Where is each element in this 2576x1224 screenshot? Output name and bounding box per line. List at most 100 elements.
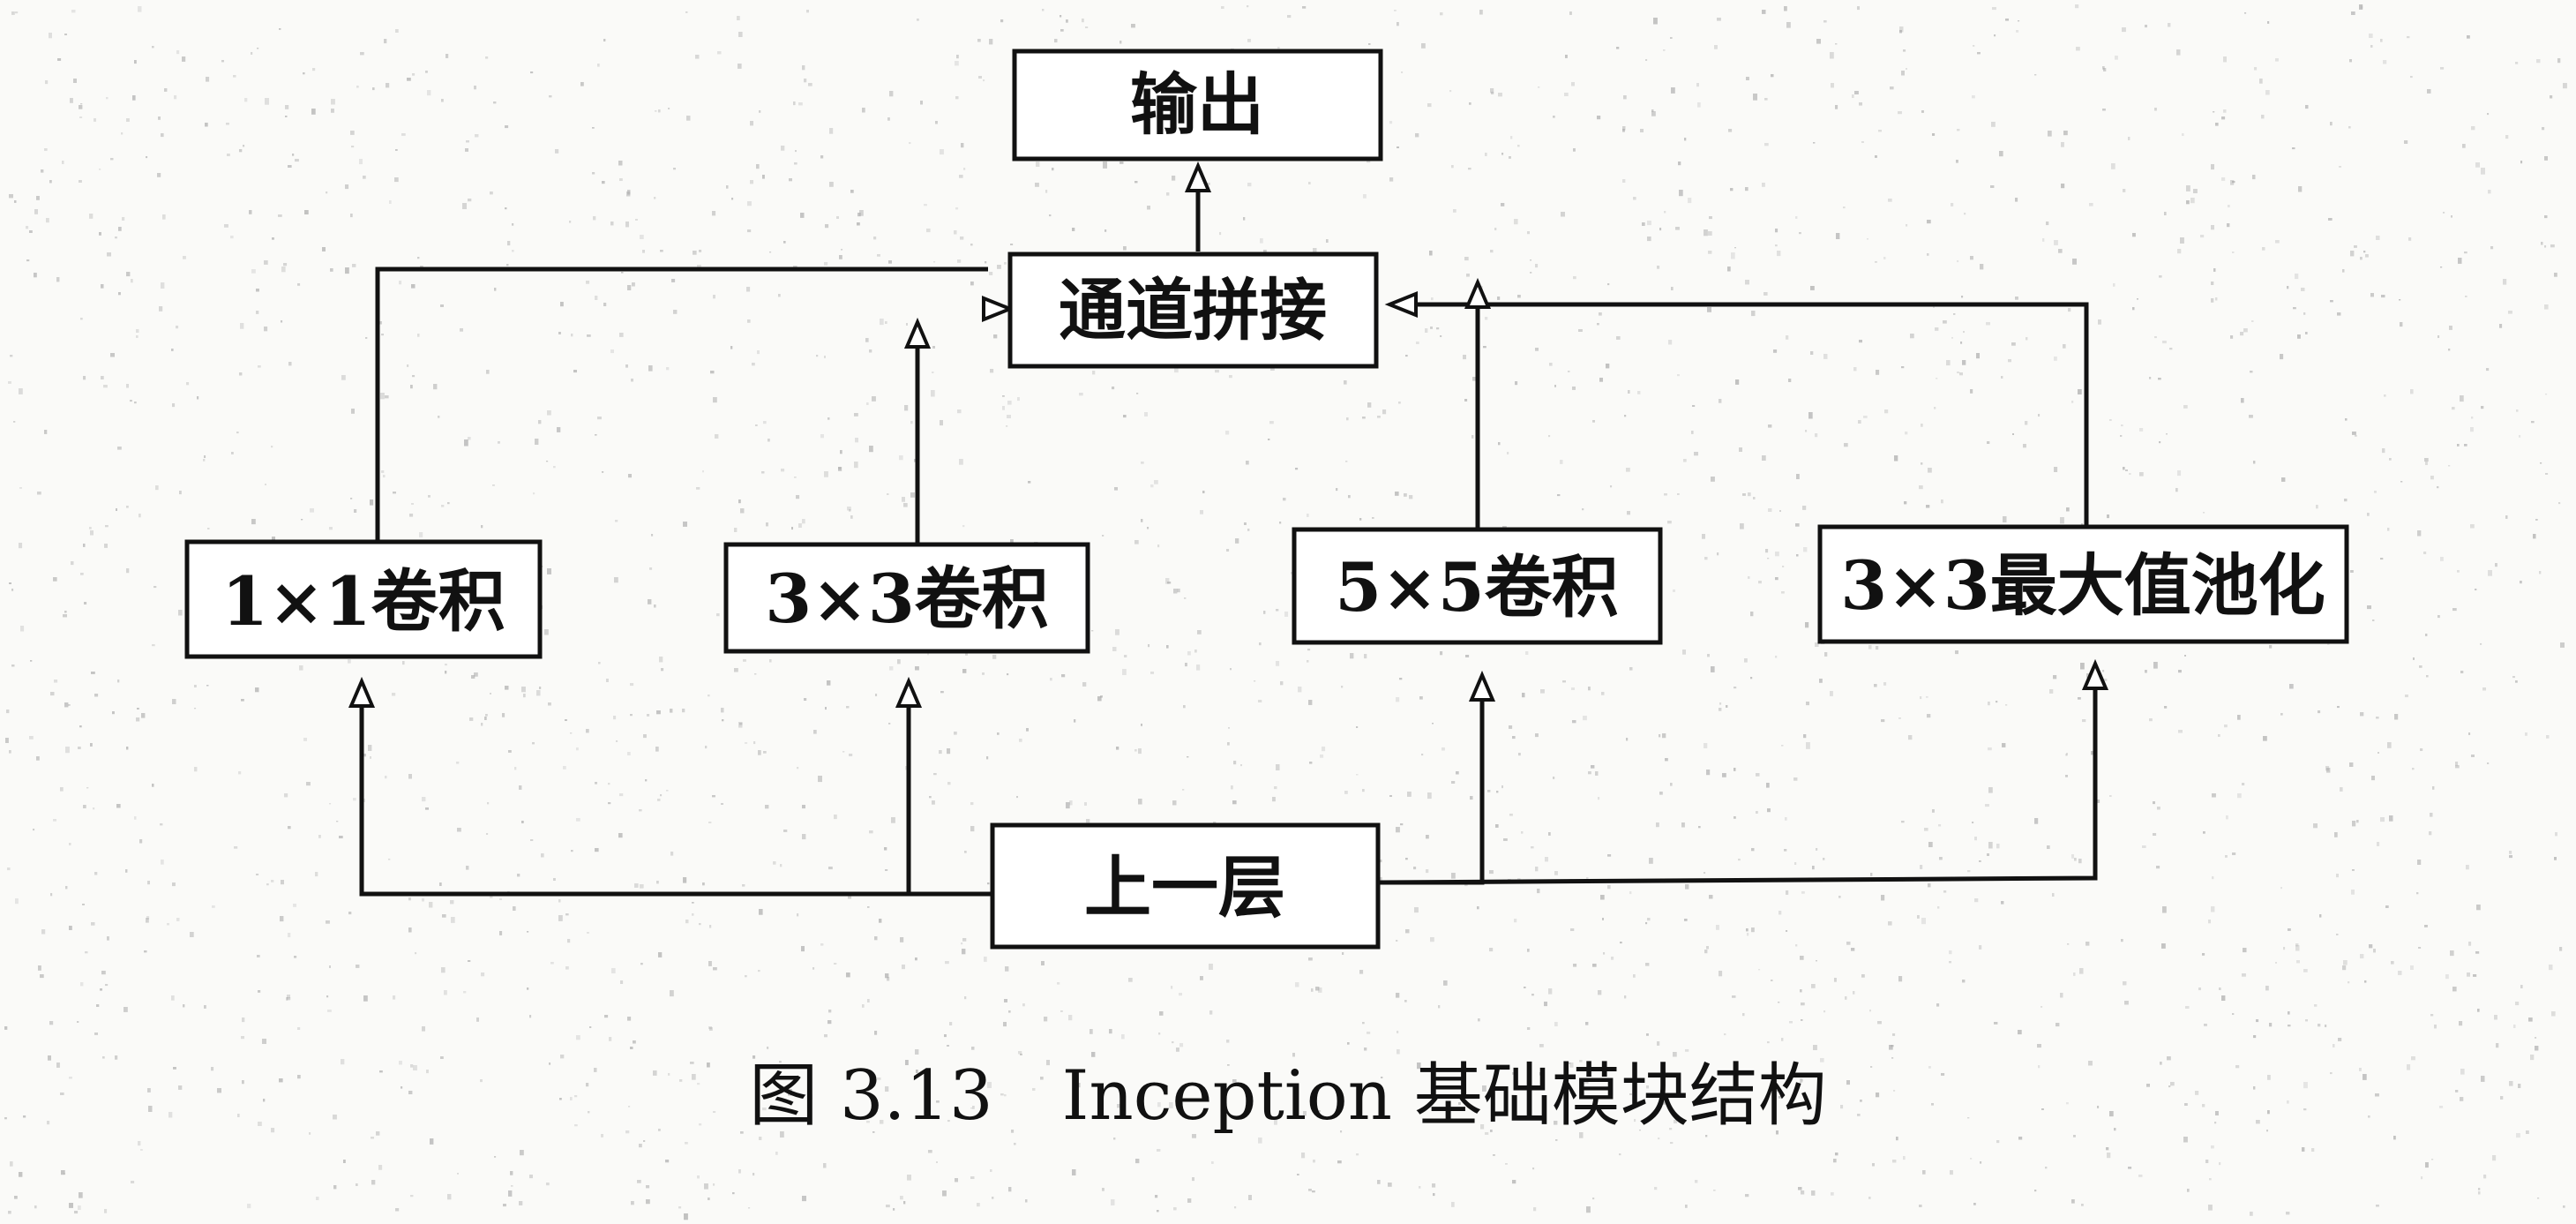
speckle-dot [1735,379,1740,385]
speckle-dot [987,1082,992,1088]
speckle-dot [959,175,963,178]
speckle-dot [1150,672,1154,674]
speckle-dot [2149,718,2153,722]
speckle-dot [465,148,468,152]
speckle-dot [425,71,428,73]
speckle-dot [2225,855,2228,858]
speckle-dot [625,222,629,228]
speckle-dot [1518,753,1521,756]
speckle-dot [753,1055,756,1059]
speckle-dot [1026,728,1029,732]
speckle-dot [1555,1139,1558,1141]
speckle-dot [2177,249,2182,254]
speckle-dot [94,1033,98,1035]
speckle-dot [1673,589,1675,592]
speckle-dot [648,365,653,372]
speckle-dot [2061,184,2065,189]
speckle-dot [350,214,353,218]
speckle-dot [949,1022,953,1025]
speckle-dot [639,809,642,812]
speckle-dot [954,230,957,235]
speckle-dot [407,364,409,367]
speckle-dot [48,1055,51,1061]
speckle-dot [1527,231,1530,235]
speckle-dot [1560,460,1563,464]
speckle-dot [745,975,747,978]
speckle-dot [161,282,165,289]
speckle-dot [1584,1080,1589,1084]
speckle-dot [433,384,438,390]
speckle-dot [1509,725,1513,729]
speckle-dot [2159,275,2162,278]
speckle-dot [595,296,598,300]
speckle-dot [1421,754,1424,756]
speckle-dot [970,282,974,286]
speckle-dot [1592,964,1597,967]
speckle-dot [2387,742,2392,748]
speckle-dot [1858,420,1861,424]
speckle-dot [408,774,412,779]
speckle-dot [101,284,104,289]
speckle-dot [1746,928,1749,932]
speckle-dot [635,219,638,221]
speckle-dot [441,99,444,102]
speckle-dot [1554,385,1556,387]
speckle-dot [619,793,624,797]
speckle-dot [251,269,256,274]
speckle-dot [2351,11,2355,15]
speckle-dot [1308,1189,1312,1191]
speckle-dot [1409,495,1413,499]
speckle-dot [1869,1010,1871,1012]
speckle-dot [1570,928,1575,931]
speckle-dot [523,694,526,698]
speckle-dot [2047,845,2050,849]
speckle-dot [1726,705,1728,708]
speckle-dot [40,974,44,979]
speckle-dot [2149,377,2152,379]
speckle-dot [2464,252,2467,254]
speckle-dot [1362,417,1366,419]
speckle-dot [104,1209,108,1213]
speckle-dot [57,58,62,61]
speckle-dot [2269,645,2273,649]
speckle-dot [341,1059,345,1065]
speckle-dot [668,1073,670,1076]
speckle-dot [2515,1002,2520,1006]
speckle-dot [2518,1084,2521,1088]
speckle-dot [697,1083,700,1085]
speckle-dot [1836,233,1840,239]
speckle-dot [1531,846,1534,849]
speckle-dot [1657,1041,1660,1046]
speckle-dot [874,1031,878,1035]
speckle-dot [2066,1102,2069,1105]
speckle-dot [86,787,89,789]
speckle-dot [1260,238,1263,244]
speckle-dot [2026,337,2028,341]
speckle-dot [928,1150,932,1153]
speckle-dot [68,704,71,706]
speckle-dot [206,77,210,82]
speckle-dot [1036,161,1040,167]
speckle-dot [713,1111,716,1113]
speckle-dot [2364,980,2367,983]
speckle-dot [615,520,618,522]
speckle-dot [955,207,959,210]
speckle-dot [824,356,826,358]
speckle-dot [287,997,291,1001]
speckle-dot [1582,508,1584,511]
speckle-dot [643,734,647,739]
speckle-dot [2215,1111,2219,1115]
speckle-dot [670,709,673,713]
speckle-dot [1795,944,1798,947]
speckle-dot [409,514,414,517]
speckle-dot [747,201,752,207]
speckle-dot [1248,1195,1252,1200]
speckle-dot [1458,1102,1461,1105]
speckle-dot [1468,168,1471,170]
speckle-dot [1771,980,1773,981]
speckle-dot [1793,777,1798,781]
speckle-dot [707,1063,710,1068]
speckle-dot [1489,870,1494,875]
speckle-dot [829,182,834,187]
speckle-dot [2107,1153,2111,1159]
